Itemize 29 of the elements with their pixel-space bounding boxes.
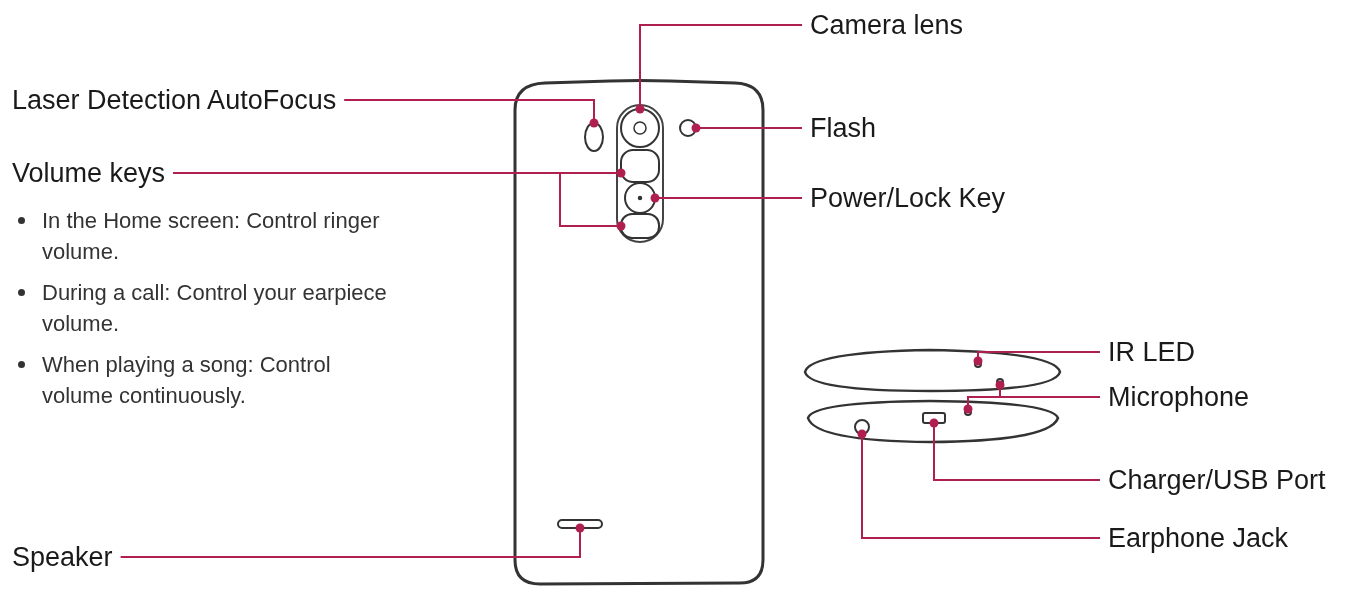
callout-label: Camera lens [810,9,964,41]
leader-line [929,418,1101,481]
bullet-text: During a call: Control your earpiece volume. [42,279,388,338]
callout-label: Charger/USB Port [1108,464,1326,496]
callout-label: IR LED [1108,336,1196,368]
leader-line [343,99,599,128]
leader-line [973,351,1101,366]
volume-down-key [620,213,660,239]
bullet-text: In the Home screen: Control ringer volume. [42,207,381,266]
leader-line [635,24,803,114]
leader-line [963,396,1101,414]
speaker-grille [557,519,603,529]
leader-line [857,429,1101,539]
power-key [624,182,656,214]
usb-port [922,412,946,424]
leader-line [691,123,803,133]
volume-up-key [620,149,660,183]
callout-label: Flash [810,112,877,144]
camera-lens [620,108,660,148]
callout-label: Microphone [1108,381,1250,413]
callout-label: Earphone Jack [1108,522,1289,554]
leader-line [650,193,803,203]
leader-line [119,523,585,558]
leader-line [172,172,626,231]
bullet-text: When playing a song: Control volume continuously. [42,351,332,410]
callout-heading: Volume keys [12,157,166,189]
callout-label: Laser Detection AutoFocus [12,84,337,116]
callout-label: Speaker [12,541,113,573]
callout-label: Power/Lock Key [810,182,1006,214]
